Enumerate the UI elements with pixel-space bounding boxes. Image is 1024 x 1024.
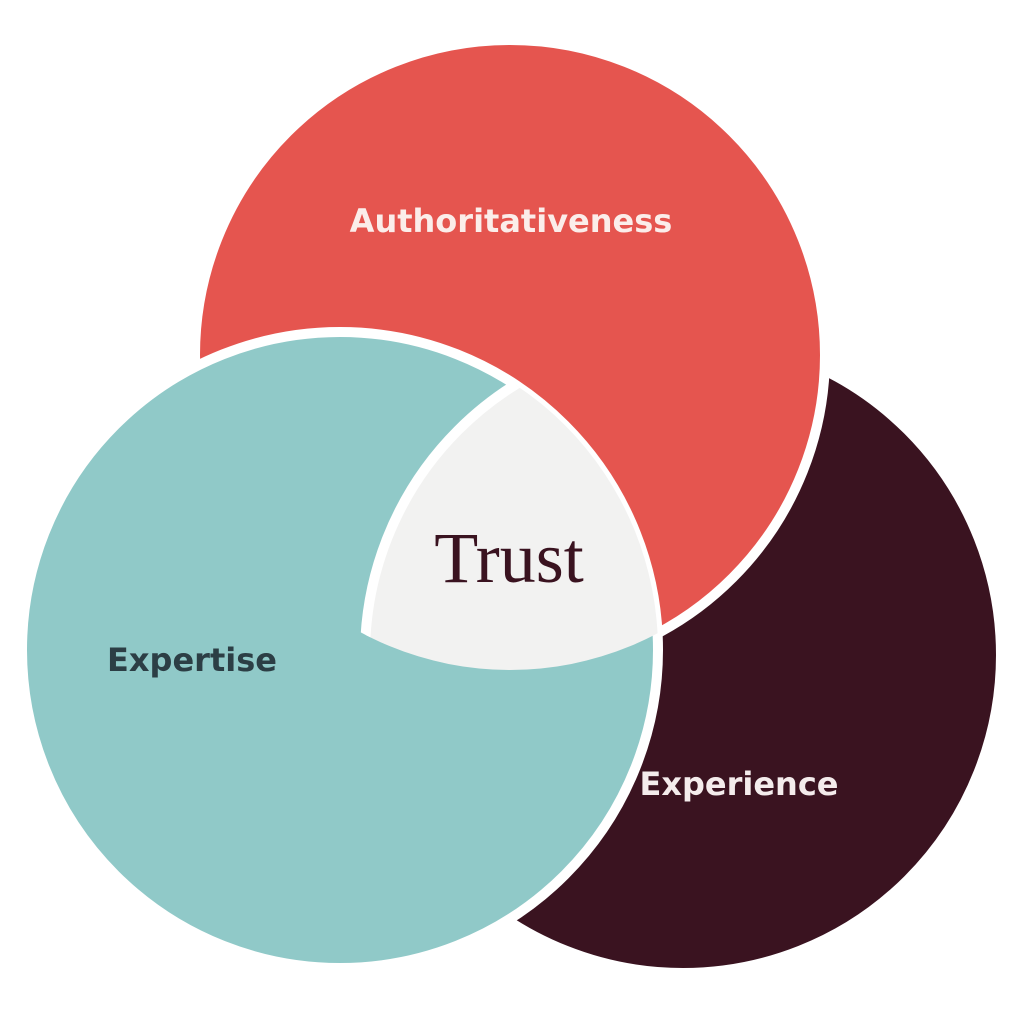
authoritativeness-label: Authoritativeness: [350, 202, 673, 240]
expertise-label: Expertise: [107, 641, 277, 679]
trust-label: Trust: [434, 518, 583, 598]
experience-label: Experience: [639, 765, 838, 803]
